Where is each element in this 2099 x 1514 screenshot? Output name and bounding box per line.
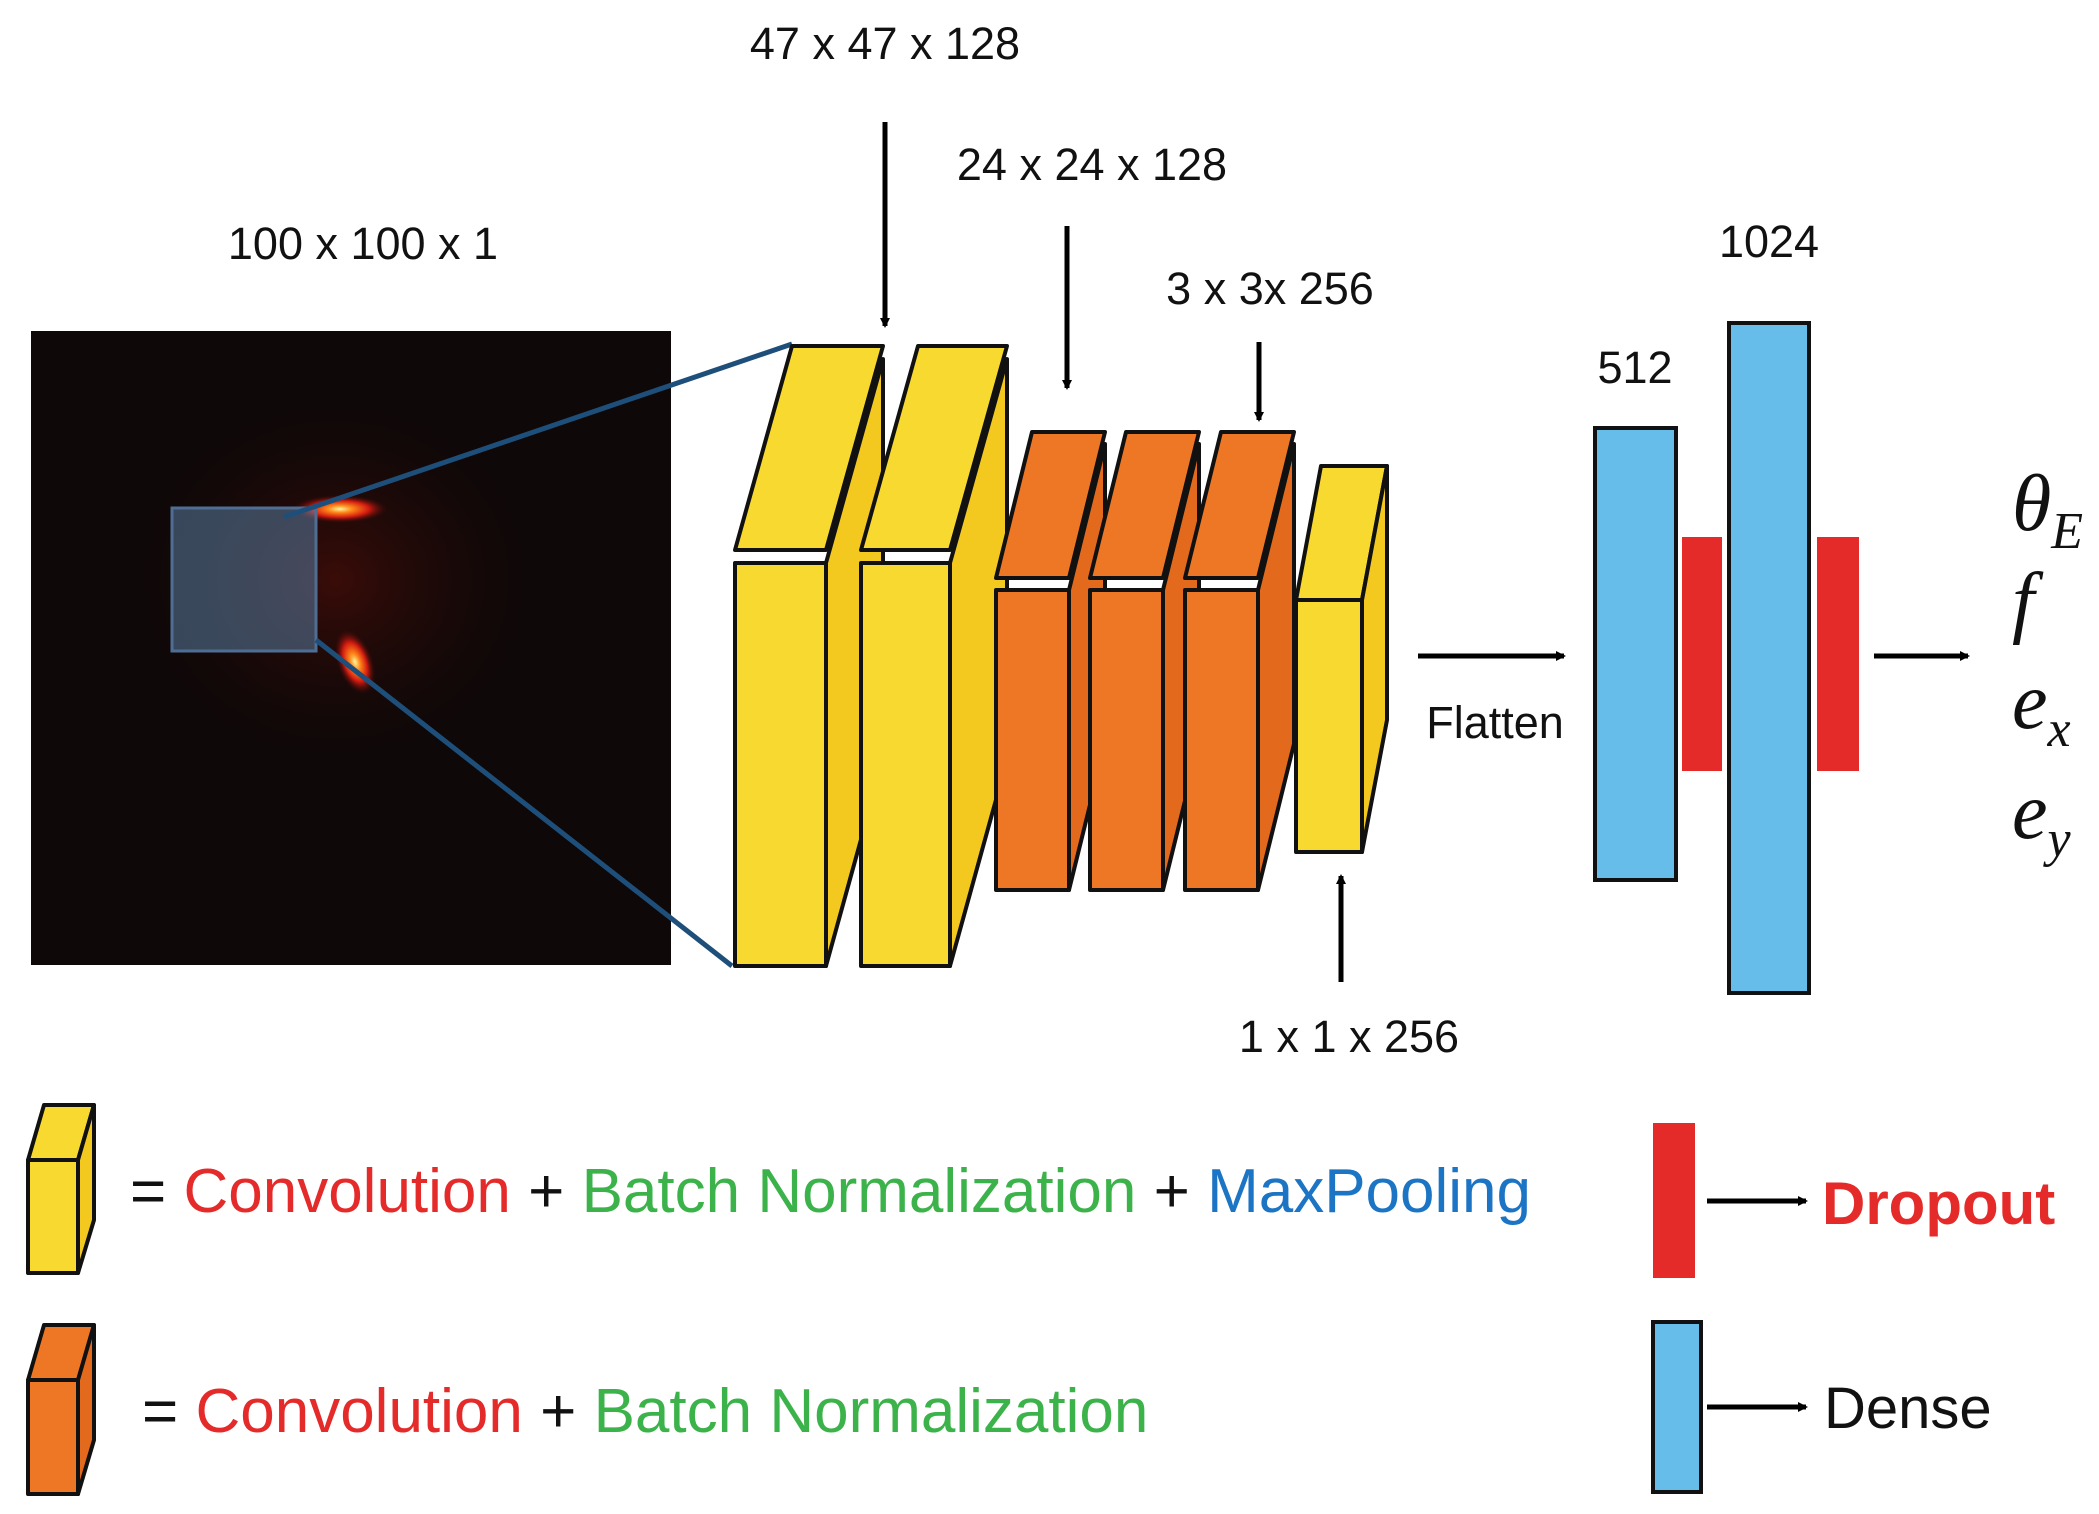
legend-orange-row: = Convolution + Batch Normalization [142, 1377, 1148, 1446]
dropout-layer-1 [1682, 537, 1722, 771]
conv2-dim-label: 24 x 24 x 128 [957, 139, 1227, 190]
dense-layer-1024 [1727, 321, 1811, 995]
flatten-label: Flatten [1426, 697, 1564, 748]
connector-bottom [314, 638, 734, 968]
legend-dense-icon [1651, 1320, 1703, 1494]
conv-block-orange-2 [1088, 430, 1201, 892]
output-f: f [2012, 558, 2044, 646]
legend-dense-label: Dense [1824, 1376, 1992, 1441]
dense-layer-512 [1593, 426, 1678, 882]
conv4-dim-label: 1 x 1 x 256 [1239, 1011, 1459, 1062]
dropout-layer-2 [1817, 537, 1859, 771]
dense-512-label: 512 [1597, 342, 1672, 393]
legend-dropout-icon [1653, 1123, 1695, 1278]
output-ex: ex [2012, 658, 2071, 758]
input-image [31, 331, 671, 965]
input-dim-label: 100 x 100 x 1 [228, 218, 498, 269]
conv-block-orange-3 [1183, 430, 1296, 892]
conv1-dim-label: 47 x 47 x 128 [750, 18, 1020, 69]
conv-block-yellow-small [1294, 464, 1389, 854]
legend-dropout-label: Dropout [1822, 1170, 2055, 1237]
output-theta-e: θE [2012, 460, 2083, 560]
legend-yellow-icon [26, 1103, 96, 1275]
connector-top [283, 341, 793, 520]
legend-yellow-row: = Convolution + Batch Normalization + Ma… [130, 1157, 1531, 1226]
output-ey: ey [2012, 768, 2072, 868]
dense-1024-label: 1024 [1719, 216, 1819, 267]
legend-orange-icon [26, 1323, 96, 1496]
conv3-dim-label: 3 x 3x 256 [1166, 263, 1374, 314]
receptive-field-box [170, 506, 318, 653]
